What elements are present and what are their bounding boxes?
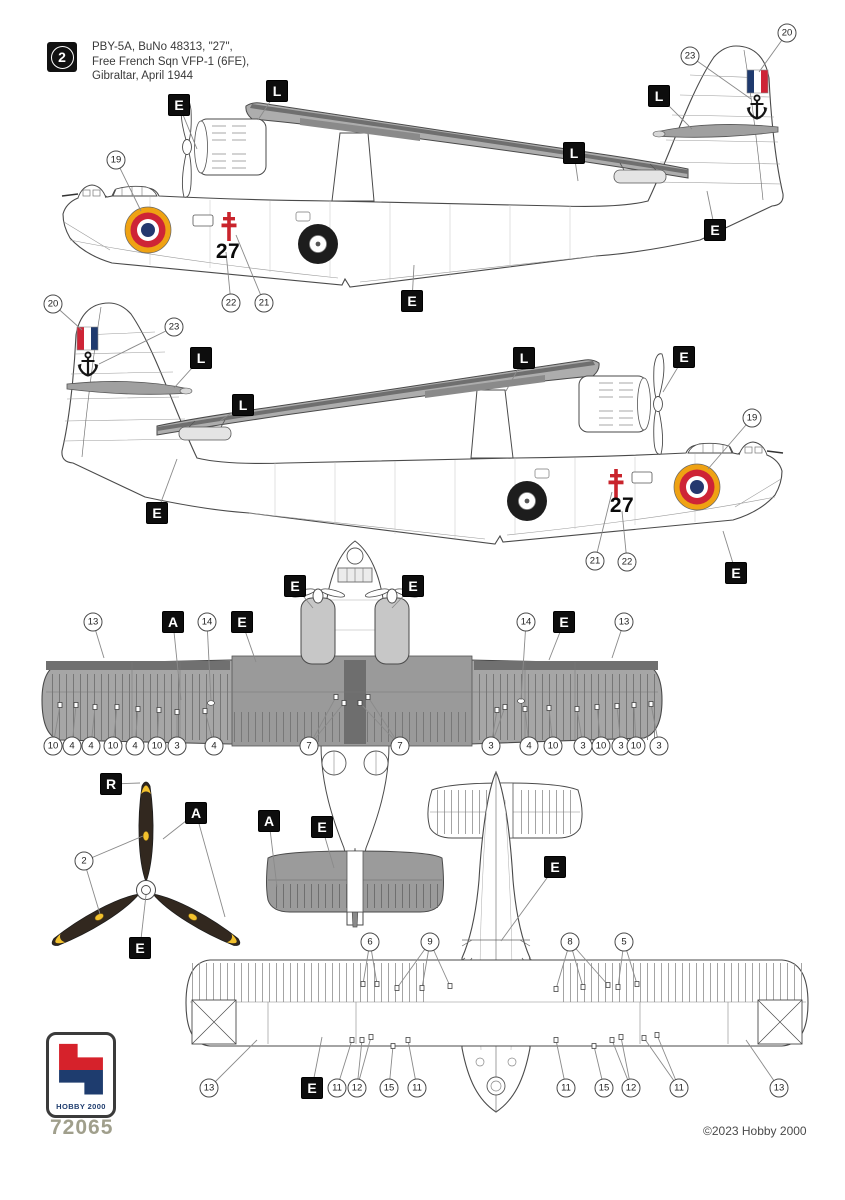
callout-decal-3: 3 [649,736,669,756]
callout-decal-10: 10 [103,736,123,756]
callout-decal-4: 4 [62,736,82,756]
callout-color-E: E [402,575,424,597]
callout-color-E: E [553,611,575,633]
callout-color-A: A [258,810,280,832]
view-bottom-plan [185,770,809,1113]
callout-decal-13: 13 [199,1078,219,1098]
callout-decal-11: 11 [669,1078,689,1098]
callout-decal-14: 14 [197,612,217,632]
callout-decal-4: 4 [125,736,145,756]
callout-decal-9: 9 [420,932,440,952]
callout-color-L: L [513,347,535,369]
callout-decal-10: 10 [626,736,646,756]
callout-decal-2: 2 [74,851,94,871]
callout-decal-13: 13 [83,612,103,632]
callout-decal-21: 21 [585,551,605,571]
tactical-number-left-profile: 27 [215,240,241,263]
callout-color-E: E [301,1077,323,1099]
callout-decal-10: 10 [147,736,167,756]
callout-color-L: L [563,142,585,164]
callout-decal-22: 22 [617,552,637,572]
scheme-title: PBY-5A, BuNo 48313, "27", Free French Sq… [92,40,249,84]
callout-decal-3: 3 [573,736,593,756]
callout-color-E: E [129,937,151,959]
callout-decal-13: 13 [769,1078,789,1098]
callout-decal-13: 13 [614,612,634,632]
callout-color-E: E [168,94,190,116]
scheme-title-line1: PBY-5A, BuNo 48313, "27", [92,41,233,53]
copyright-notice: ©2023 Hobby 2000 [703,1124,807,1138]
callout-decal-12: 12 [621,1078,641,1098]
callout-decal-7: 7 [390,736,410,756]
callout-decal-19: 19 [742,408,762,428]
callout-color-E: E [725,562,747,584]
callout-decal-15: 15 [594,1078,614,1098]
callout-decal-10: 10 [543,736,563,756]
callout-decal-23: 23 [680,46,700,66]
callout-decal-10: 10 [43,736,63,756]
scheme-title-line3: Gibraltar, April 1944 [92,70,194,82]
callout-decal-11: 11 [556,1078,576,1098]
view-top-plan [41,540,663,928]
brand-name: HOBBY 2000 [56,1102,106,1111]
callout-decal-4: 4 [81,736,101,756]
callout-decal-4: 4 [519,736,539,756]
scheme-number: 2 [50,45,74,69]
tactical-number-right-profile: 27 [609,494,635,517]
callout-decal-14: 14 [516,612,536,632]
view-side-profile-right [62,303,783,544]
hobby2000-logo-mark [59,1043,103,1095]
callout-decal-20: 20 [777,23,797,43]
callout-color-R: R [100,773,122,795]
callout-decal-7: 7 [299,736,319,756]
callout-color-E: E [231,611,253,633]
callout-color-L: L [232,394,254,416]
callout-decal-21: 21 [254,293,274,313]
callout-color-E: E [544,856,566,878]
callout-decal-11: 11 [407,1078,427,1098]
callout-color-L: L [266,80,288,102]
callout-decal-15: 15 [379,1078,399,1098]
scheme-number-badge: 2 [47,42,77,72]
callout-color-L: L [648,85,670,107]
callout-color-E: E [311,816,333,838]
callout-decal-12: 12 [347,1078,367,1098]
callout-color-A: A [185,802,207,824]
callout-color-E: E [284,575,306,597]
callout-decal-23: 23 [164,317,184,337]
view-propeller-detail [48,781,244,951]
kit-number: 72065 [50,1116,114,1139]
scheme-title-line2: Free French Sqn VFP-1 (6FE), [92,55,250,68]
callout-decal-10: 10 [591,736,611,756]
callout-color-L: L [190,347,212,369]
callout-color-E: E [401,290,423,312]
callout-decal-3: 3 [167,736,187,756]
callout-color-E: E [673,346,695,368]
hobby2000-logo: HOBBY 2000 [46,1032,116,1118]
callout-decal-5: 5 [614,932,634,952]
callout-color-E: E [704,219,726,241]
callout-decal-4: 4 [204,736,224,756]
callout-decal-11: 11 [327,1078,347,1098]
callout-decal-19: 19 [106,150,126,170]
callout-decal-6: 6 [360,932,380,952]
callout-decal-20: 20 [43,294,63,314]
callout-decal-8: 8 [560,932,580,952]
callout-decal-3: 3 [481,736,501,756]
callout-color-E: E [146,502,168,524]
callout-color-A: A [162,611,184,633]
callout-decal-22: 22 [221,293,241,313]
